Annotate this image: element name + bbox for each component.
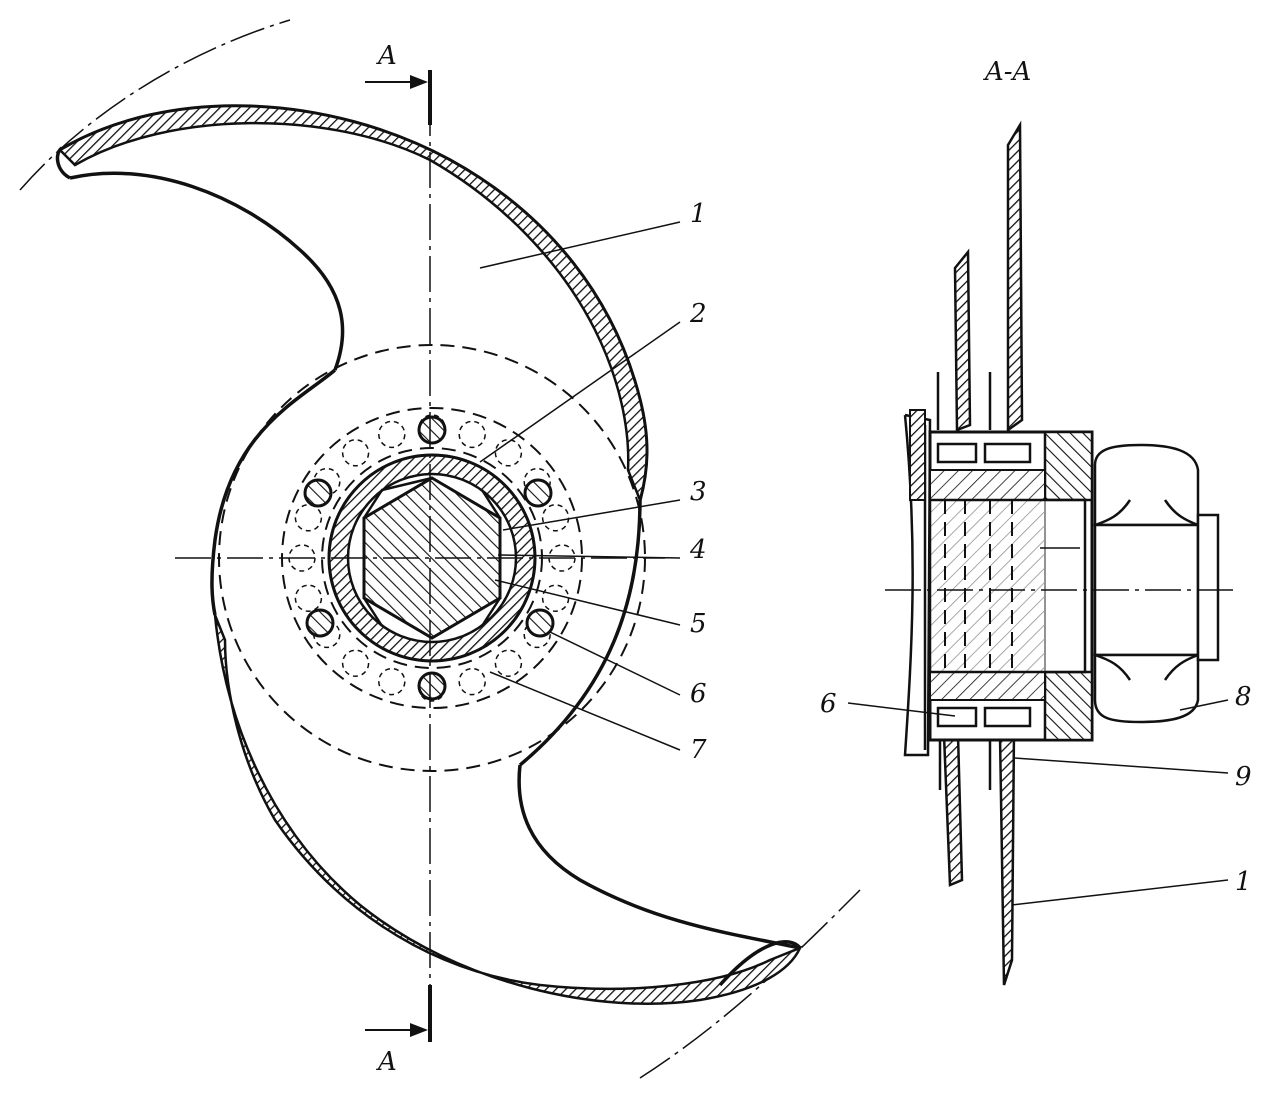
lower-blade-inner-edge <box>517 764 801 950</box>
rivet-circle <box>378 420 406 449</box>
rivet-circle <box>494 439 523 467</box>
blade-hub-flanges <box>936 372 992 790</box>
rivet-circle <box>458 667 486 696</box>
blade-plate-1-upper <box>1006 120 1024 433</box>
bolt-6-upper-right <box>983 442 1032 464</box>
blade-plate-2-lower <box>942 733 964 887</box>
rivet-circle <box>541 504 570 532</box>
callout-2: 2 <box>689 299 707 329</box>
hub-left-outline <box>210 368 337 616</box>
hub-flange-lower <box>1043 670 1094 742</box>
blade-body <box>55 104 803 1005</box>
front-view: A A 1 2 3 4 5 6 7 <box>19 19 861 1079</box>
blade-plate-2-upper <box>953 248 972 432</box>
section-view: A-A <box>820 57 1252 986</box>
blade-plates <box>936 120 1024 986</box>
rivet-circle <box>458 420 486 449</box>
section-callout-1: 1 <box>1235 867 1252 897</box>
callout-4: 4 <box>689 535 707 565</box>
bolt-lower-right <box>525 608 555 638</box>
bolt-6-lower-right <box>983 706 1032 728</box>
bolt-upper-right <box>523 478 553 508</box>
section-label-bottom: A <box>376 1047 397 1077</box>
section-callouts: 6 8 9 1 <box>820 682 1252 897</box>
front-callouts: 1 2 3 4 5 6 7 <box>689 199 707 765</box>
hex-nut <box>1093 443 1220 724</box>
upper-blade-tip <box>55 146 71 180</box>
rivet-circle <box>541 584 570 612</box>
front-leaders <box>479 221 681 751</box>
hub-flange-upper <box>1043 430 1094 502</box>
nut-washer-face <box>1196 513 1220 662</box>
bolt-lower-left <box>305 608 335 638</box>
bolt-upper-left <box>303 478 333 508</box>
section-view-title: A-A <box>983 57 1031 87</box>
callout-5: 5 <box>690 609 707 639</box>
rivet-circle <box>341 649 370 677</box>
bolt-6-lower-left <box>936 706 978 728</box>
section-callout-6: 6 <box>820 689 837 719</box>
rivet-circle <box>494 649 523 677</box>
bolt-top <box>417 415 447 445</box>
bolt-bottom <box>417 671 447 701</box>
blade-plate-1-lower <box>998 728 1016 986</box>
bolts <box>303 415 555 701</box>
shaft-section <box>928 498 1087 674</box>
rivet-circle <box>341 439 370 467</box>
section-marker-top: A <box>365 41 432 125</box>
trajectory-arc-top <box>19 19 291 191</box>
rivet-circle <box>294 504 323 532</box>
section-callout-9: 9 <box>1235 762 1252 792</box>
section-marker-bottom: A <box>365 985 432 1077</box>
bolt-6-upper-left <box>936 442 978 464</box>
callout-7: 7 <box>690 735 707 765</box>
washer-upper <box>909 409 926 501</box>
upper-blade-inner-edge <box>69 171 345 371</box>
rivet-circle <box>294 584 323 612</box>
section-leaders <box>847 699 1229 906</box>
section-callout-8: 8 <box>1235 682 1252 712</box>
section-label-top: A <box>376 41 397 71</box>
lower-blade-tip <box>718 940 802 987</box>
spline-teeth <box>362 476 502 627</box>
callout-6: 6 <box>690 679 707 709</box>
callout-3: 3 <box>690 477 707 507</box>
callout-1: 1 <box>690 199 707 229</box>
rivet-circle <box>378 667 406 696</box>
